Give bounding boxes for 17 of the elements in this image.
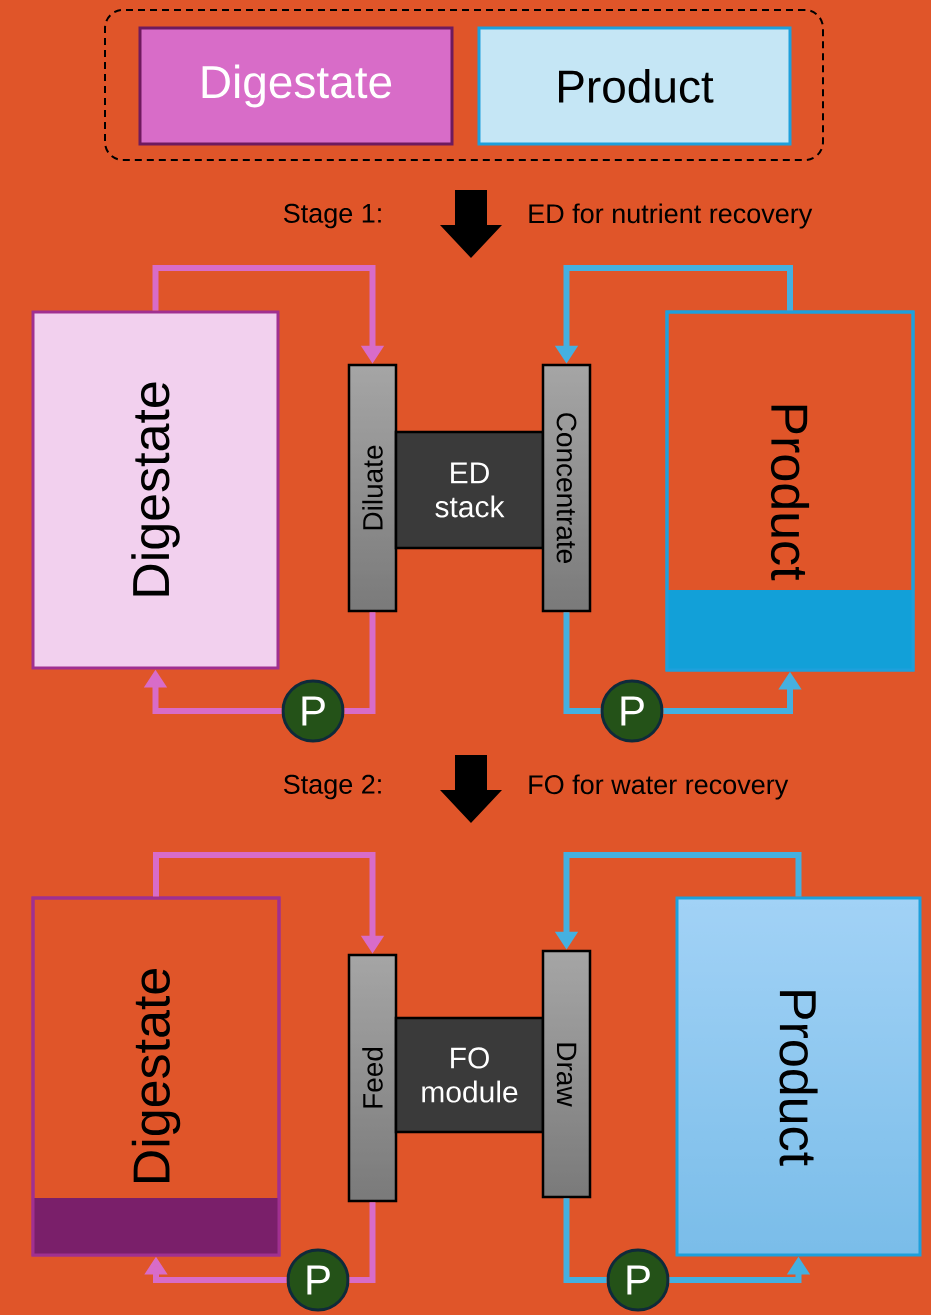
module-box: ED stack <box>394 430 545 550</box>
tank: Product <box>665 310 915 672</box>
channel-bar: Draw <box>541 949 592 1199</box>
tank: Digestate <box>31 896 281 1257</box>
legend-box: Digestate <box>138 26 454 146</box>
stage-label: Stage 1: <box>283 203 381 229</box>
legend-box: Product <box>477 26 792 146</box>
stage-label: ED for nutrient recovery <box>529 203 813 229</box>
tank: Digestate <box>31 310 280 670</box>
module-box: FO module <box>394 1016 545 1134</box>
dashed-frame <box>104 9 824 161</box>
stage-label: Stage 2: <box>283 774 381 800</box>
channel-bar: Concentrate <box>541 363 592 613</box>
channel-bar: Feed <box>347 953 398 1203</box>
channel-bar: Diluate <box>347 363 398 613</box>
stage-label: FO for water recovery <box>529 774 789 800</box>
tank: Product <box>675 896 922 1257</box>
